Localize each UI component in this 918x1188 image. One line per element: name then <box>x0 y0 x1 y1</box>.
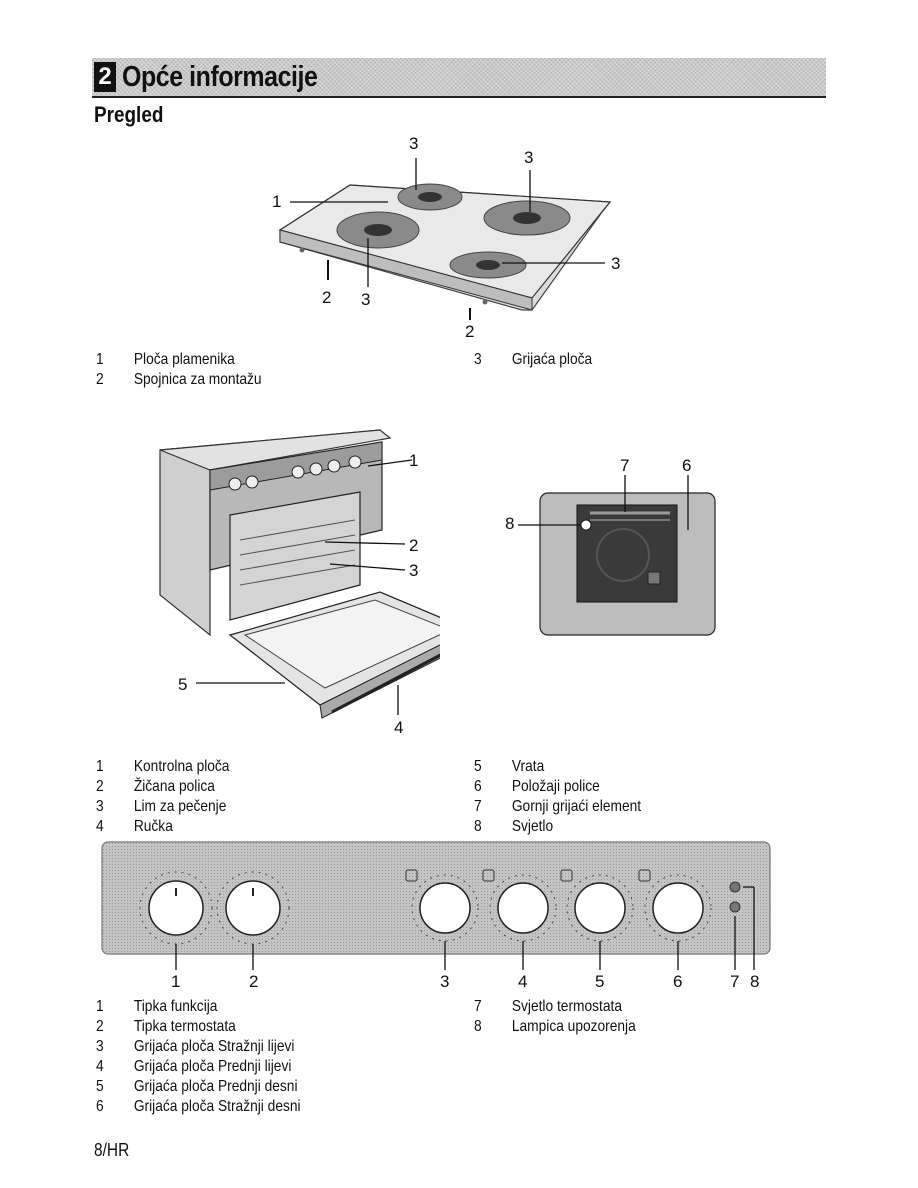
oven-callout-4: 4 <box>394 718 404 737</box>
interior-callout-8: 8 <box>505 514 515 533</box>
hob-callout-1: 1 <box>272 192 282 211</box>
section-title: Opće informacije <box>122 61 318 93</box>
oven-callout-5: 5 <box>178 675 188 694</box>
hotplate-knob-front-right <box>566 874 634 942</box>
thermostat-lamp <box>729 901 741 913</box>
hob-callout-3d: 3 <box>361 290 371 309</box>
panel-callout-6: 6 <box>673 972 683 991</box>
panel-callout-8: 8 <box>750 972 760 991</box>
hob-illustration <box>278 158 612 320</box>
interior-callout-6: 6 <box>682 456 692 475</box>
oven-interior-illustration <box>518 475 716 636</box>
oven-illustration <box>159 429 440 719</box>
hotplate-knob-rear-right <box>644 874 712 942</box>
hob-callout-3c: 3 <box>611 254 621 273</box>
hotplate-knob-rear-left <box>411 874 479 942</box>
panel-callout-2: 2 <box>249 972 259 991</box>
oven-callout-2: 2 <box>409 536 419 555</box>
panel-callout-7: 7 <box>730 972 740 991</box>
hob-callout-2a: 2 <box>322 288 332 307</box>
hob-callout-3b: 3 <box>524 148 534 167</box>
page-subtitle: Pregled <box>94 102 164 127</box>
panel-callout-3: 3 <box>440 972 450 991</box>
thermostat-knob <box>216 871 290 945</box>
section-number: 2 <box>94 62 116 92</box>
hob-callout-2b: 2 <box>465 322 475 341</box>
panel-callout-4: 4 <box>518 972 528 991</box>
hob-callout-3a: 3 <box>409 134 419 153</box>
panel-callout-5: 5 <box>595 972 605 991</box>
warning-lamp <box>729 881 741 893</box>
oven-callout-1: 1 <box>409 451 419 470</box>
interior-callout-7: 7 <box>620 456 630 475</box>
hotplate-knob-front-left <box>489 874 557 942</box>
section-header: 2 Opće informacije <box>92 58 826 98</box>
panel-callout-1: 1 <box>171 972 181 991</box>
control-panel-illustration <box>101 841 771 970</box>
page-number: 8/HR <box>94 1140 130 1160</box>
function-knob <box>139 871 213 945</box>
oven-callout-3: 3 <box>409 561 419 580</box>
